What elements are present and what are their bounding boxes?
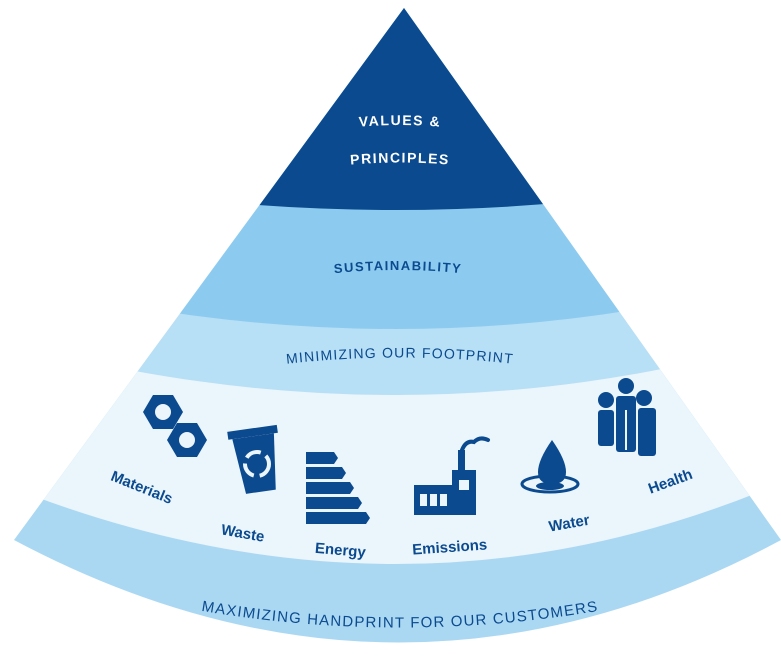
water-drop-icon [520, 440, 580, 494]
category-emissions: Emissions [412, 536, 488, 558]
minimizing-title: MINIMIZING OUR FOOTPRINT [285, 344, 515, 366]
energy-rating-icon [306, 452, 370, 524]
category-water: Water [547, 512, 591, 536]
category-energy: Energy [314, 540, 367, 561]
hex-nuts-icon [143, 395, 207, 457]
factory-icon [414, 436, 490, 515]
values-band [14, 8, 781, 210]
sustainability-title: SUSTAINABILITY [333, 258, 463, 276]
family-icon [598, 378, 656, 456]
recycle-bin-icon [227, 424, 278, 494]
values-title-line2: PRINCIPLES [350, 149, 451, 167]
values-title-line1: VALUES & [358, 112, 442, 130]
